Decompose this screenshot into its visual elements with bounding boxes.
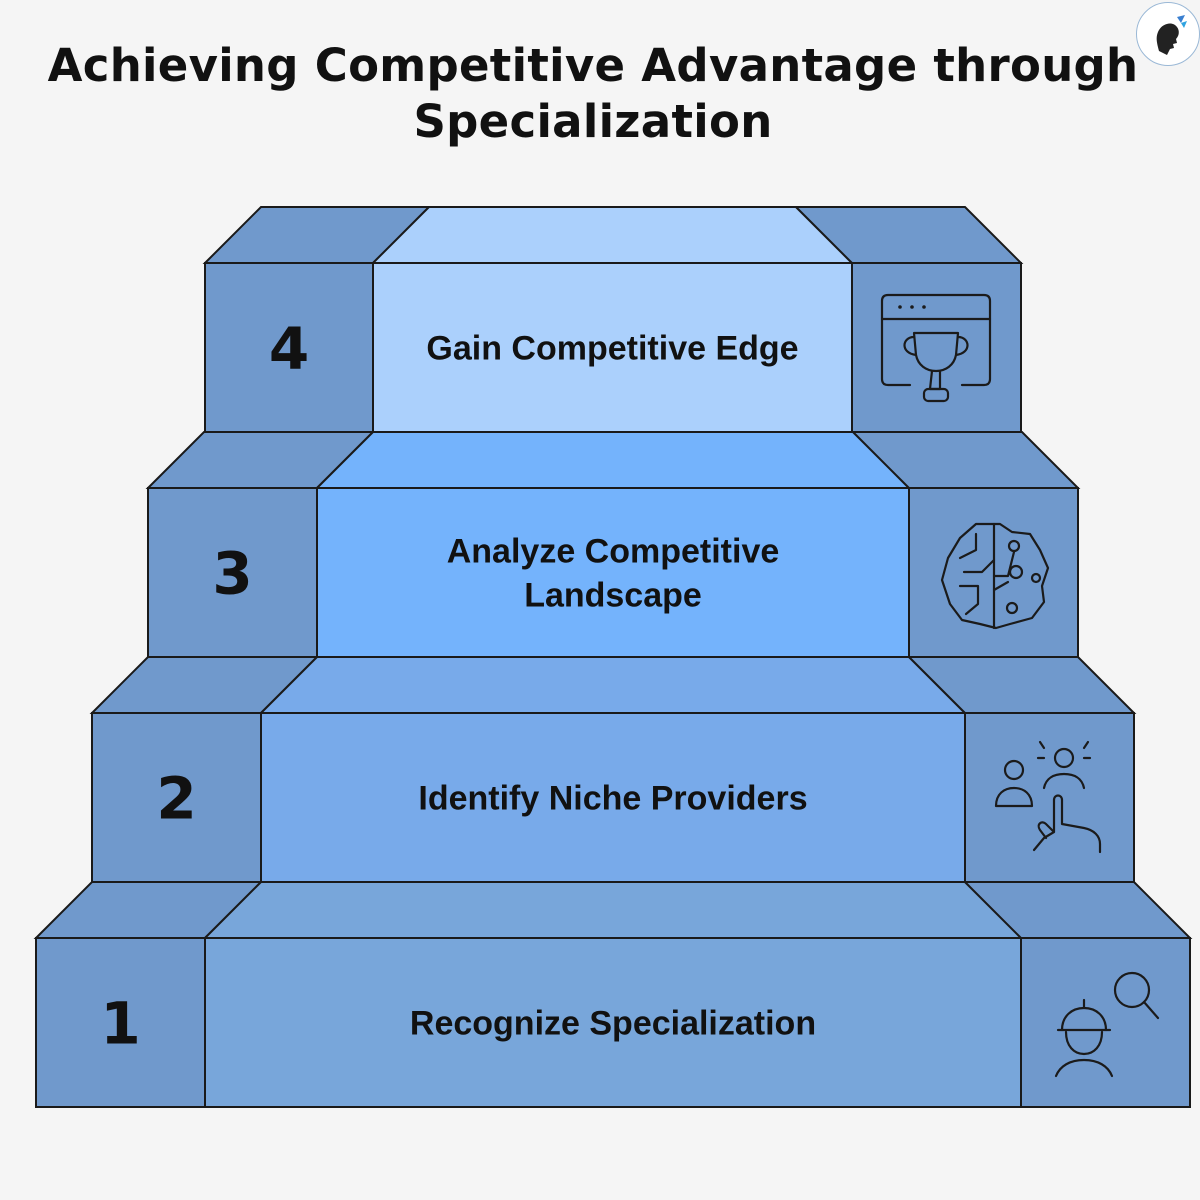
step-number: 3 (212, 540, 252, 608)
step-label-line: Gain Competitive Edge (426, 330, 798, 368)
step-number: 2 (156, 765, 196, 833)
step-top-center (370, 206, 855, 264)
step-top-center (258, 656, 968, 714)
step-2: 2 Identify Niche Providers (89, 656, 1137, 883)
step-number: 4 (269, 315, 309, 383)
step-label-block (372, 262, 853, 433)
silhouette-logo-icon (1156, 15, 1187, 55)
step-label-line: Landscape (524, 577, 702, 615)
step-icon-block (851, 262, 1022, 433)
step-top-center (202, 881, 1024, 939)
step-label-block (260, 712, 966, 883)
brain-circuit-icon (940, 522, 1050, 630)
brand-logo (1136, 2, 1200, 66)
step-label-line: Recognize Specialization (410, 1005, 816, 1043)
title-line-1: Achieving Competitive Advantage through (47, 39, 1139, 92)
step-label-line: Analyze Competitive (447, 533, 780, 571)
step-number-block (91, 712, 262, 883)
step-number-block (147, 487, 318, 658)
step-label-block (316, 487, 910, 658)
page-title: Achieving Competitive Advantage through … (0, 38, 1186, 150)
step-label-line: Identify Niche Providers (418, 780, 807, 818)
step-icon-block (964, 712, 1135, 883)
title-line-2: Specialization (413, 95, 773, 148)
browser-trophy-icon (880, 293, 992, 403)
step-number-block (204, 262, 374, 433)
step-top-center (314, 431, 912, 489)
step-4: 4 Gain Competitive Edge (202, 206, 1024, 433)
step-label-block (204, 937, 1022, 1108)
step-number: 1 (100, 990, 140, 1058)
worker-search-icon (1054, 971, 1160, 1078)
step-1: 1 Recognize Specialization (33, 881, 1193, 1108)
people-pointer-icon (994, 740, 1102, 854)
